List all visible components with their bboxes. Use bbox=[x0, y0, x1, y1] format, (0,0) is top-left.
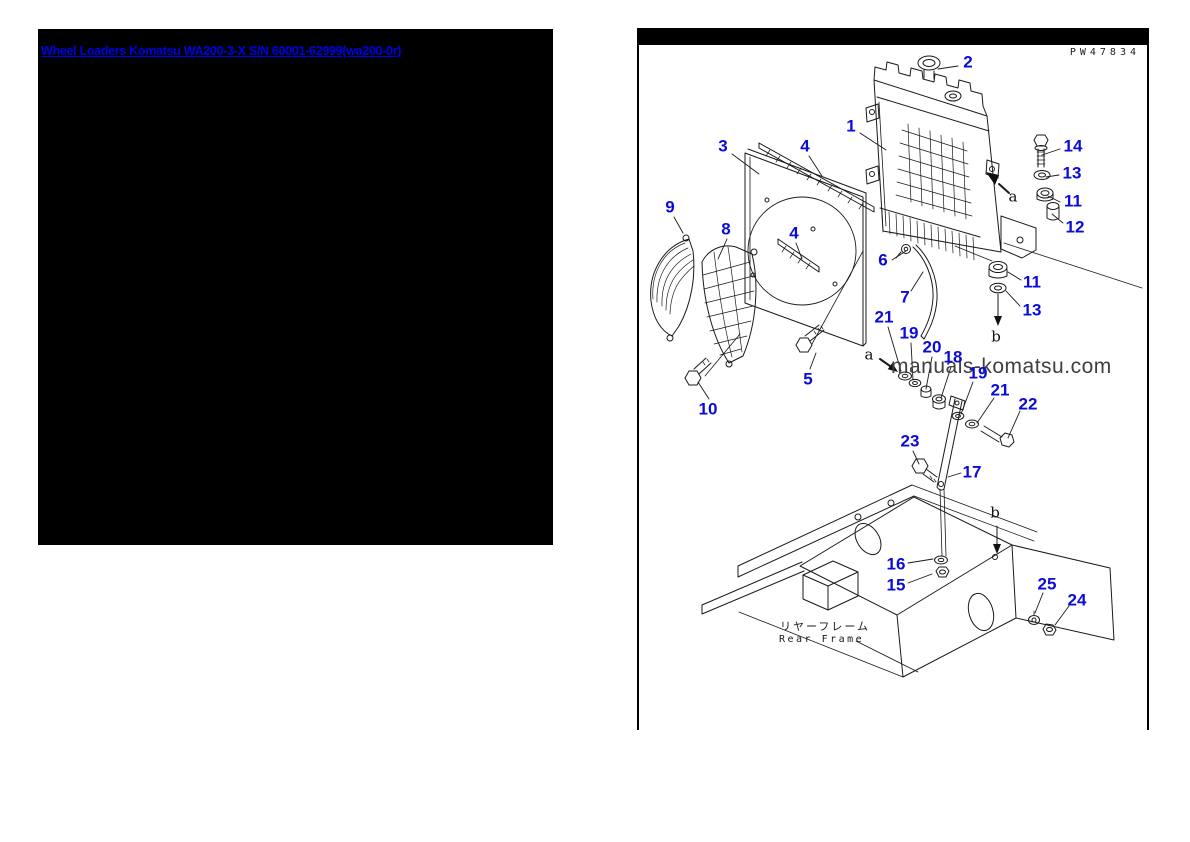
callout-3[interactable]: 3 bbox=[718, 136, 728, 156]
rear-frame-label-ja: リヤーフレーム bbox=[780, 621, 871, 633]
manual-title-link[interactable]: Wheel Loaders Komatsu WA200-3-X S/N 6000… bbox=[41, 44, 402, 58]
mount-hardware-a-column bbox=[1033, 134, 1060, 221]
view-ref-a: a bbox=[864, 345, 874, 364]
callout-22[interactable]: 22 bbox=[1018, 394, 1038, 414]
callout-7[interactable]: 7 bbox=[900, 287, 910, 307]
callout-12[interactable]: 12 bbox=[1065, 217, 1085, 237]
callout-19[interactable]: 19 bbox=[968, 363, 988, 383]
cushion-cluster-drawing bbox=[898, 371, 1015, 448]
callout-leader-lines bbox=[673, 65, 1070, 626]
callout-24[interactable]: 24 bbox=[1067, 590, 1087, 610]
shroud-drawing bbox=[704, 142, 875, 377]
callout-18[interactable]: 18 bbox=[943, 347, 963, 367]
view-ref-arrows bbox=[879, 172, 1010, 554]
watermark: manuals-komatsu.com bbox=[891, 355, 1112, 378]
callout-21[interactable]: 21 bbox=[874, 307, 894, 327]
mount-hardware-b-column bbox=[988, 261, 1008, 326]
callout-21[interactable]: 21 bbox=[990, 380, 1010, 400]
fan-guard-drawings bbox=[650, 234, 758, 368]
drawing-code: PW47834 bbox=[1069, 47, 1140, 58]
callout-4[interactable]: 4 bbox=[800, 136, 810, 156]
rear-frame-label-en: Rear Frame bbox=[779, 634, 865, 645]
diagram-panel: PW47834 bbox=[637, 28, 1149, 730]
left-image-placeholder: Wheel Loaders Komatsu WA200-3-X S/N 6000… bbox=[38, 29, 553, 545]
callout-17[interactable]: 17 bbox=[962, 462, 982, 482]
callout-11[interactable]: 11 bbox=[1064, 191, 1082, 211]
callout-10[interactable]: 10 bbox=[698, 399, 718, 419]
callout-23[interactable]: 23 bbox=[900, 431, 920, 451]
callout-13[interactable]: 13 bbox=[1062, 163, 1082, 183]
view-ref-a: a bbox=[1008, 187, 1018, 206]
callout-15[interactable]: 15 bbox=[886, 575, 906, 595]
top-black-bar bbox=[639, 28, 1147, 45]
callout-8[interactable]: 8 bbox=[721, 219, 731, 239]
callout-6[interactable]: 6 bbox=[878, 250, 888, 270]
rear-frame-drawing bbox=[701, 484, 1115, 678]
callout-1[interactable]: 1 bbox=[846, 116, 856, 136]
strap-drawing bbox=[911, 395, 966, 557]
callout-16[interactable]: 16 bbox=[886, 554, 906, 574]
callout-5[interactable]: 5 bbox=[803, 369, 813, 389]
callout-4[interactable]: 4 bbox=[789, 223, 799, 243]
radiator-drawing bbox=[865, 55, 1143, 289]
callout-20[interactable]: 20 bbox=[922, 337, 942, 357]
bolt-drawings bbox=[684, 324, 825, 386]
callout-19[interactable]: 19 bbox=[899, 323, 919, 343]
view-ref-b: b bbox=[990, 503, 1000, 522]
exploded-view-drawing bbox=[650, 55, 1143, 678]
callout-2[interactable]: 2 bbox=[963, 52, 973, 72]
callout-25[interactable]: 25 bbox=[1037, 574, 1057, 594]
callout-14[interactable]: 14 bbox=[1063, 136, 1083, 156]
callout-13[interactable]: 13 bbox=[1022, 300, 1042, 320]
callout-9[interactable]: 9 bbox=[665, 197, 675, 217]
callout-11[interactable]: 11 bbox=[1023, 272, 1041, 292]
view-ref-b: b bbox=[991, 327, 1001, 346]
